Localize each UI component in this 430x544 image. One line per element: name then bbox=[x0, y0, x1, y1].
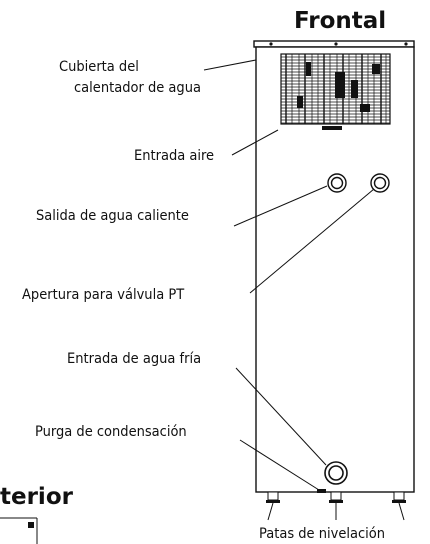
leveling-feet bbox=[266, 491, 406, 503]
label-cover-line1: Cubierta del bbox=[59, 59, 139, 75]
label-cover-line2: calentador de agua bbox=[74, 80, 201, 96]
rear-view-title-partial: terior bbox=[0, 484, 74, 510]
cold-water-inlet-fitting bbox=[324, 461, 348, 485]
rear-view-detail-fragment bbox=[0, 517, 38, 544]
pt-valve-opening-fitting bbox=[370, 173, 390, 193]
label-pt-valve-opening: Apertura para válvula PT bbox=[22, 287, 185, 303]
grille-latch bbox=[322, 126, 342, 130]
label-hot-water-outlet: Salida de agua caliente bbox=[36, 208, 189, 224]
hot-water-outlet-fitting bbox=[327, 173, 347, 193]
label-air-inlet: Entrada aire bbox=[134, 148, 214, 164]
label-leveling-feet: Patas de nivelación bbox=[259, 526, 385, 542]
label-condensate-drain: Purga de condensación bbox=[35, 424, 187, 440]
air-inlet-grille bbox=[280, 53, 391, 125]
label-cold-water-inlet: Entrada de agua fría bbox=[67, 351, 201, 367]
water-heater-cover bbox=[253, 40, 415, 48]
front-view-title: Frontal bbox=[294, 8, 386, 34]
condensate-drain-port bbox=[317, 489, 326, 493]
leader-lines bbox=[203, 59, 405, 521]
